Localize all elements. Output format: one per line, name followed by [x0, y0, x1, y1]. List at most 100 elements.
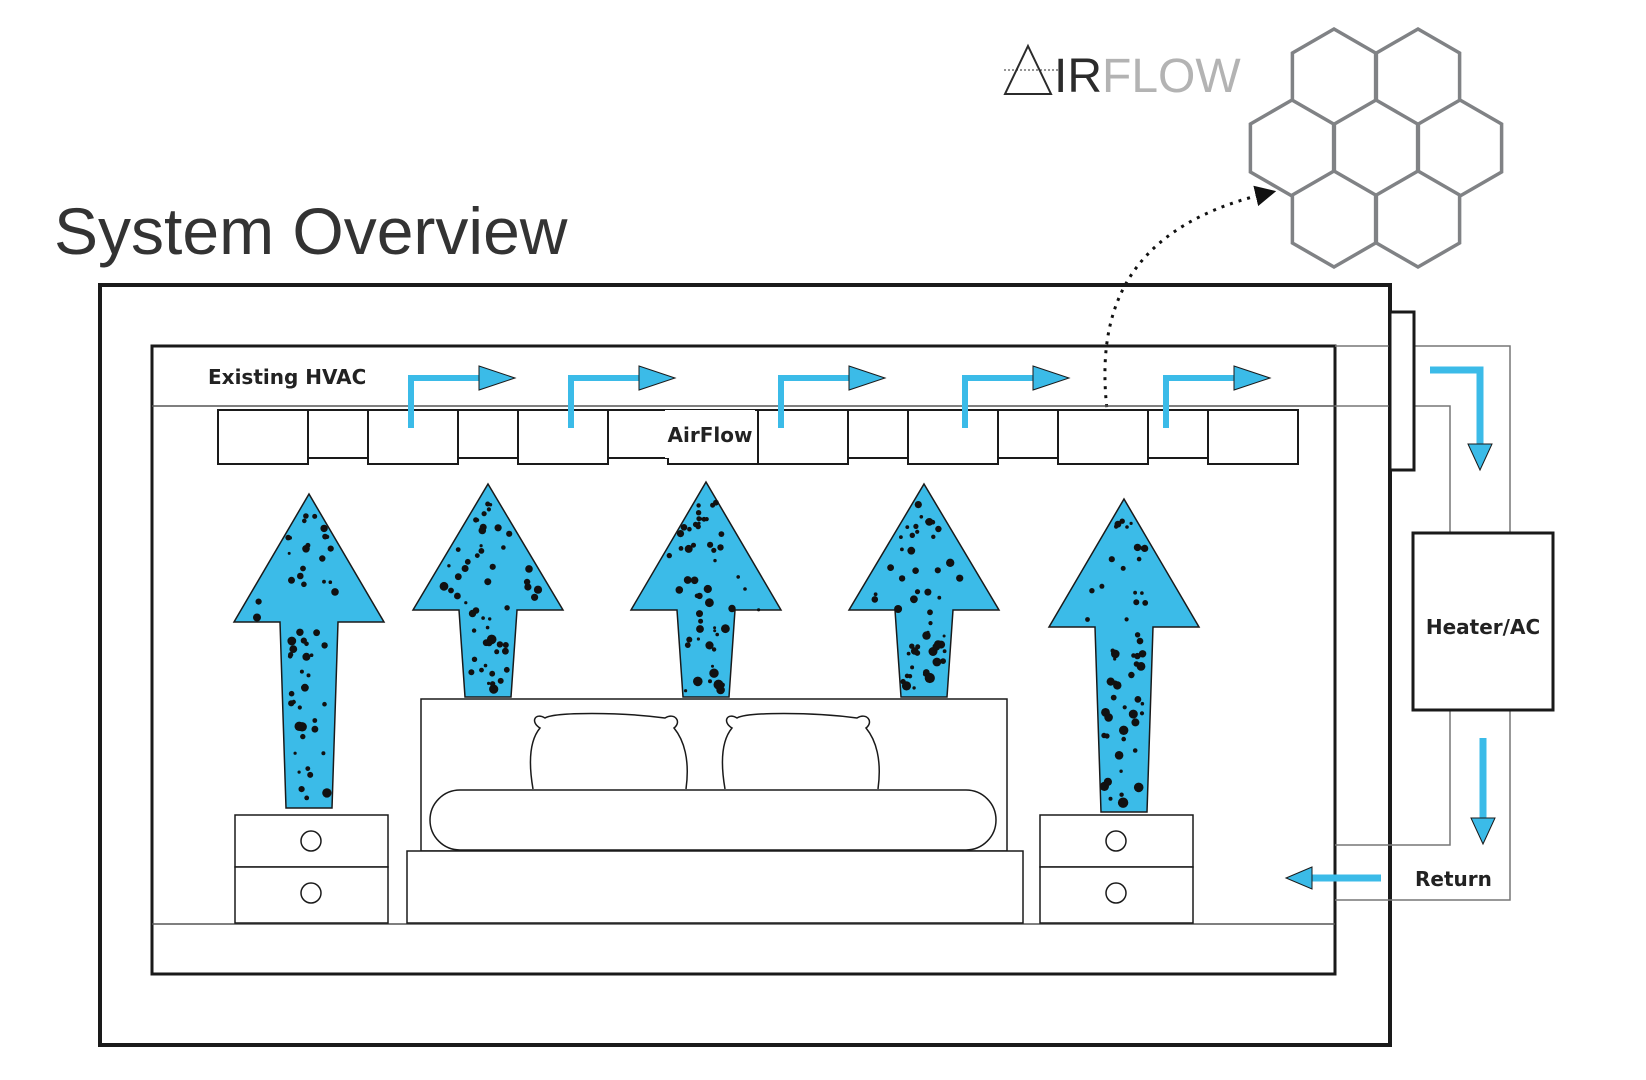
dust-particle — [1141, 544, 1149, 553]
dust-particle — [705, 598, 714, 608]
dust-particle — [454, 592, 461, 600]
dust-particle — [942, 649, 947, 654]
dust-particle — [711, 547, 717, 553]
logo-text-ir: IR — [1054, 50, 1102, 103]
dust-particle — [1117, 797, 1129, 808]
dust-particle — [1132, 748, 1138, 753]
dust-particle — [302, 652, 311, 661]
dust-particle — [698, 517, 703, 521]
dust-particle — [502, 642, 509, 648]
dust-particle — [910, 665, 915, 670]
dust-particle — [715, 632, 719, 637]
ceiling-flow-arrow-head — [848, 365, 887, 391]
logo-text-flow: FLOW — [1102, 50, 1241, 103]
house-outer-wall — [98, 283, 1392, 1047]
dust-particle — [454, 573, 462, 581]
dust-particle — [1128, 709, 1138, 719]
dust-particle — [713, 679, 724, 690]
dust-particle — [1120, 565, 1126, 571]
dust-particle — [320, 524, 328, 533]
dust-particle — [1133, 782, 1144, 793]
dust-particle — [934, 567, 941, 574]
dust-particle — [1133, 590, 1137, 595]
dust-particle — [1133, 599, 1140, 606]
dust-particle — [496, 641, 504, 648]
dust-particle — [479, 667, 484, 673]
dust-particle — [1129, 521, 1133, 526]
dust-particle — [311, 725, 319, 733]
dust-particle — [946, 558, 955, 567]
dust-particle — [1142, 600, 1149, 606]
dust-particle — [300, 565, 306, 572]
dust-particle — [325, 534, 330, 540]
dust-particle — [720, 682, 725, 688]
dust-particle — [932, 642, 941, 651]
dust-particle — [935, 525, 942, 533]
dotted-link-arrow — [1103, 185, 1277, 426]
duct-arrow-down-2-head — [1470, 817, 1496, 846]
airflow-panel — [847, 409, 909, 459]
dust-particle — [711, 664, 714, 668]
dust-particle — [472, 607, 480, 614]
dust-particle — [1134, 632, 1141, 638]
dust-particle — [713, 558, 717, 563]
dust-particle — [321, 751, 326, 756]
airflow-panel — [907, 409, 999, 465]
dust-particle — [1114, 520, 1122, 528]
dust-particle — [684, 642, 691, 648]
dust-particle — [297, 705, 302, 710]
dust-particle — [925, 518, 934, 526]
dust-particle — [322, 788, 332, 798]
dust-particle — [899, 535, 903, 539]
dust-particle — [707, 541, 714, 548]
dust-particle — [705, 641, 714, 650]
dust-particle — [296, 628, 304, 636]
dust-particle — [1119, 725, 1129, 735]
return-arrow-left-head — [1284, 866, 1313, 890]
ceiling-flow-arrow-head — [1233, 365, 1272, 391]
dust-particle — [693, 676, 703, 687]
dust-particle — [696, 503, 701, 508]
dust-particle — [1140, 591, 1144, 595]
dust-particle — [743, 587, 747, 591]
dust-particle — [305, 766, 311, 771]
dust-particle — [288, 576, 295, 584]
dust-particle — [300, 637, 307, 644]
heater-ac-label: Heater/AC — [1426, 615, 1540, 639]
dust-particle — [531, 593, 539, 601]
pillow-right — [721, 712, 881, 790]
dust-particle — [481, 616, 485, 620]
dust-particle — [293, 751, 297, 755]
dust-particle — [713, 629, 717, 633]
dust-particle — [1134, 696, 1142, 703]
dust-particle — [695, 523, 701, 530]
ceiling-flow-arrow — [568, 375, 641, 428]
dust-particle — [928, 621, 933, 626]
dust-particle — [907, 674, 913, 679]
svg-text:IRFLOW: IRFLOW — [1054, 50, 1241, 103]
duct-flow-arrows — [1284, 366, 1496, 890]
room-wall — [150, 344, 1337, 976]
dust-particle — [728, 604, 736, 613]
dust-particle — [1128, 671, 1135, 679]
dust-particle — [683, 576, 692, 584]
dust-particle — [696, 637, 701, 641]
dust-particle — [327, 545, 334, 552]
dust-particle — [1140, 701, 1145, 706]
dust-particle — [905, 525, 910, 529]
dust-particle — [488, 503, 493, 507]
nightstand-right — [1039, 814, 1194, 924]
airflow-panel — [1207, 409, 1299, 465]
dust-particle — [1108, 796, 1113, 801]
dust-particle — [455, 547, 461, 552]
dust-particle — [713, 626, 717, 630]
dust-particle — [471, 628, 477, 633]
dust-particle — [475, 518, 480, 522]
ceiling-flow-arrow — [1163, 375, 1236, 428]
dust-particle — [704, 517, 708, 522]
dust-particle — [300, 733, 306, 740]
airflow-panel — [457, 409, 519, 459]
dust-particle — [924, 672, 935, 684]
nightstand-left — [234, 814, 389, 924]
dust-particle — [288, 652, 294, 658]
